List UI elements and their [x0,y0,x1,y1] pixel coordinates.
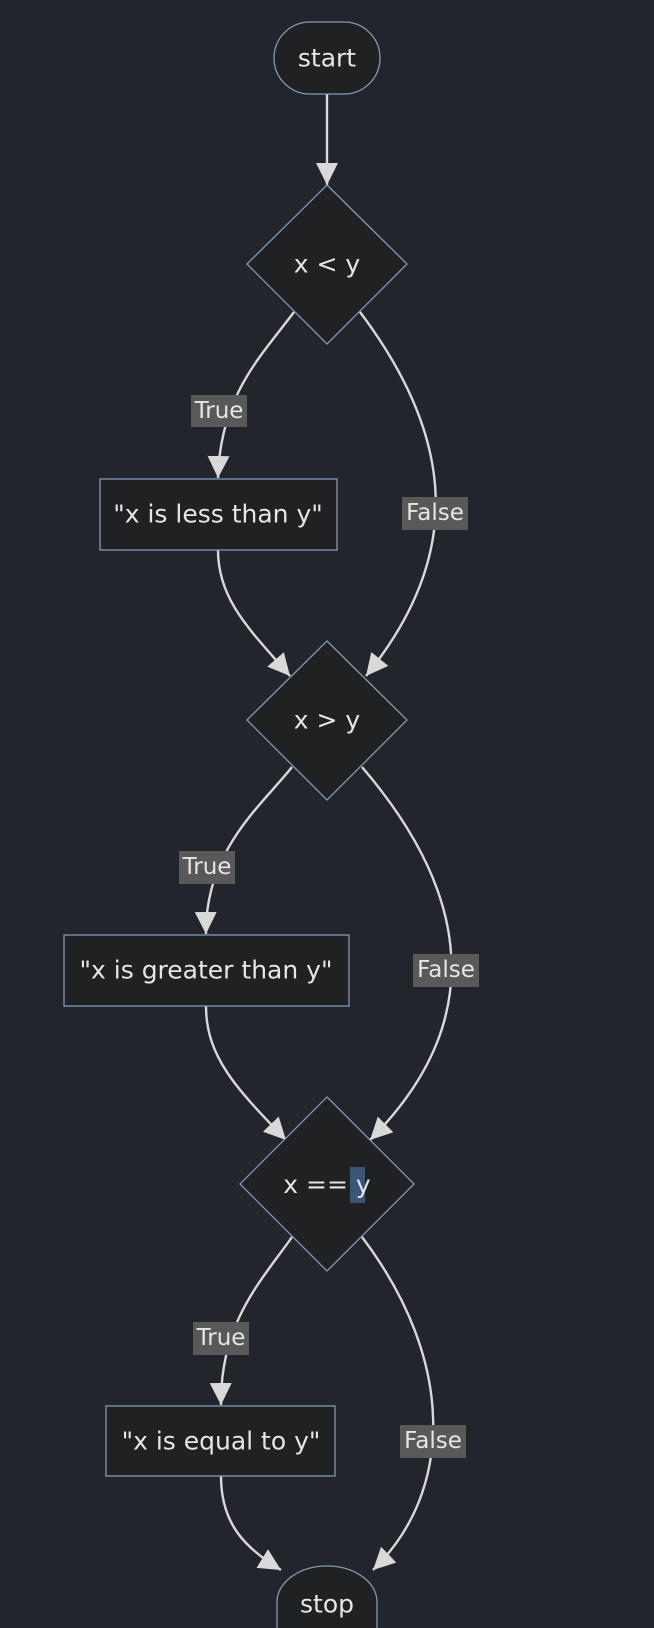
edge-label-equal-false-text: False [404,1428,462,1454]
selected-text: y [356,1170,371,1199]
edge-label-greater-false: False [413,954,479,987]
node-greater-message[interactable]: "x is greater than y" [63,934,350,1007]
edge-equal-msg-to-stop [219,1475,282,1572]
node-condition-greater[interactable]: x > y [246,640,408,801]
node-less-message-label: "x is less than y" [113,500,323,529]
edge-greater-msg-to-equal [204,1005,287,1141]
edge-less-msg-to-greater [216,549,291,677]
edge-label-less-false: False [402,497,468,530]
node-stop[interactable]: stop [276,1565,378,1628]
edge-greater-true [194,766,293,935]
edge-label-less-true: True [191,395,247,427]
edge-less-false [359,311,437,677]
edge-greater-false [361,766,453,1141]
edge-less-true [207,311,295,479]
edge-label-greater-true-text: True [182,854,232,880]
node-stop-label: stop [300,1590,354,1619]
node-start[interactable]: start [273,21,381,95]
edge-label-equal-true: True [193,1322,249,1355]
node-condition-equal[interactable]: x == y [239,1096,415,1272]
edge-equal-true [209,1236,293,1406]
edge-equal-false [361,1236,435,1571]
node-equal-message-label: "x is equal to y" [122,1427,321,1456]
edge-label-less-false-text: False [406,500,464,526]
node-condition-less[interactable]: x < y [246,184,408,345]
edge-label-greater-true: True [179,851,235,884]
node-equal-message[interactable]: "x is equal to y" [105,1405,336,1477]
node-greater-message-label: "x is greater than y" [80,956,333,985]
edge-label-less-true-text: True [194,398,244,424]
node-condition-greater-label: x > y [294,706,361,735]
node-less-message[interactable]: "x is less than y" [99,478,338,551]
node-condition-less-label: x < y [294,250,361,279]
edge-label-equal-true-text: True [196,1325,246,1351]
text-selection-highlight [350,1167,365,1203]
node-condition-equal-label: x == y [283,1170,371,1199]
node-start-label: start [298,44,356,73]
edge-label-equal-false: False [400,1425,466,1458]
edge-label-greater-false-text: False [417,957,475,983]
